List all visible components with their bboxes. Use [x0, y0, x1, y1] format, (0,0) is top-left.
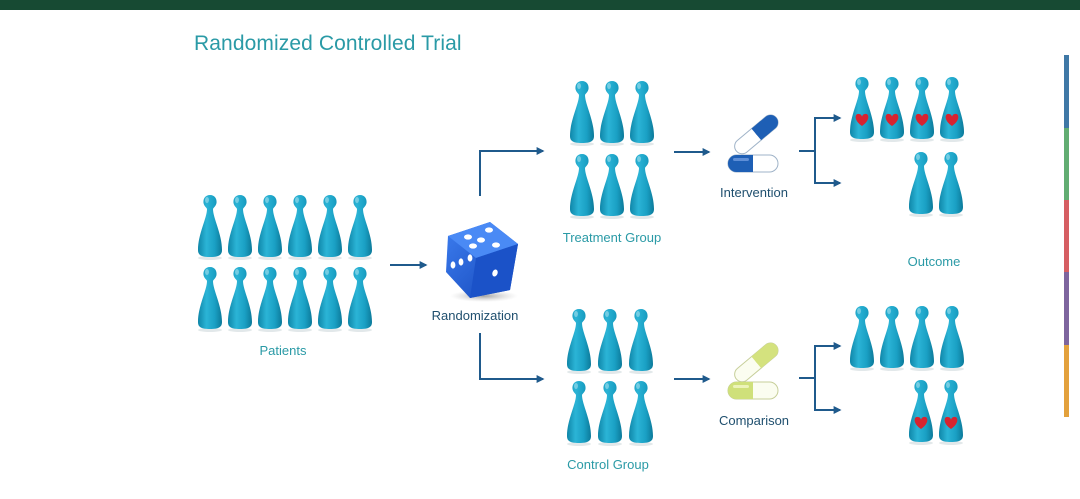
- patient-pawn: [228, 267, 252, 332]
- outcome-label: Outcome: [907, 254, 961, 269]
- randomization-label: Randomization: [431, 308, 519, 323]
- control-outcome-pawn: [880, 306, 904, 371]
- heart-icon: [885, 113, 899, 126]
- treatment-outcome-pawn: [909, 152, 933, 217]
- patient-pawn: [198, 195, 222, 260]
- control-outcome-pawn: [940, 306, 964, 371]
- section-indicator-segment-1[interactable]: [1064, 55, 1069, 128]
- treatment-pawn: [630, 81, 654, 146]
- control-pawn: [629, 309, 653, 374]
- patient-pawn: [258, 267, 282, 332]
- patient-pawn: [318, 267, 342, 332]
- control-outcome-pawn: [850, 306, 874, 371]
- treatment-pawn: [600, 81, 624, 146]
- control-outcome-pawn: [910, 306, 934, 371]
- heart-icon: [945, 113, 959, 126]
- section-indicator-segment-3[interactable]: [1064, 200, 1069, 272]
- heart-icon: [855, 113, 869, 126]
- patient-pawn: [258, 195, 282, 260]
- patient-pawn: [198, 267, 222, 332]
- treatment-pawn: [570, 154, 594, 219]
- heart-icon: [914, 416, 928, 429]
- page-title: Randomized Controlled Trial: [194, 32, 462, 55]
- treatment-pawn: [630, 154, 654, 219]
- control-outcome-pawn: [909, 380, 933, 445]
- control-pawn: [629, 381, 653, 446]
- arrow-to-control-group: [479, 333, 545, 383]
- arrow-comparison-to-outcome-bottom: [814, 378, 842, 414]
- treatment-outcome-pawn: [910, 77, 934, 142]
- patient-pawn: [228, 195, 252, 260]
- pawn-groups: [198, 77, 964, 446]
- heart-icon: [944, 416, 958, 429]
- treatment-outcome-pawn: [939, 152, 963, 217]
- yellow-capsule-icon: [727, 342, 779, 400]
- section-indicator-segment-2[interactable]: [1064, 128, 1069, 200]
- patient-pawn: [288, 267, 312, 332]
- control-pawn: [598, 309, 622, 374]
- patient-pawn: [318, 195, 342, 260]
- control-pawn: [598, 381, 622, 446]
- top-bar: [0, 0, 1080, 10]
- control-group-label: Control Group: [567, 457, 649, 472]
- arrow-comparison-to-outcome-top: [814, 342, 842, 410]
- treatment-pawn: [570, 81, 594, 146]
- section-indicator-segment-5[interactable]: [1064, 345, 1069, 417]
- treatment-outcome-pawn: [850, 77, 874, 142]
- comparison-label: Comparison: [718, 413, 790, 428]
- die-icon: [446, 222, 518, 302]
- patient-pawn: [348, 267, 372, 332]
- arrow-to-treatment-group: [479, 147, 545, 196]
- section-indicator-segment-4[interactable]: [1064, 272, 1069, 345]
- patient-pawn: [288, 195, 312, 260]
- treatment-outcome-pawn: [940, 77, 964, 142]
- treatment-pawn: [600, 154, 624, 219]
- arrow-intervention-to-outcome-top: [814, 114, 842, 183]
- blue-capsule-icon: [727, 114, 779, 173]
- control-outcome-pawn: [939, 380, 963, 445]
- patients-label: Patients: [259, 343, 307, 358]
- control-pawn: [567, 381, 591, 446]
- arrow-intervention-to-outcome-bottom: [814, 151, 842, 187]
- control-pawn: [567, 309, 591, 374]
- intervention-label: Intervention: [720, 185, 788, 200]
- heart-icon: [915, 113, 929, 126]
- treatment-outcome-pawn: [880, 77, 904, 142]
- treatment-group-label: Treatment Group: [562, 230, 662, 245]
- patient-pawn: [348, 195, 372, 260]
- flow-arrows: [390, 114, 842, 414]
